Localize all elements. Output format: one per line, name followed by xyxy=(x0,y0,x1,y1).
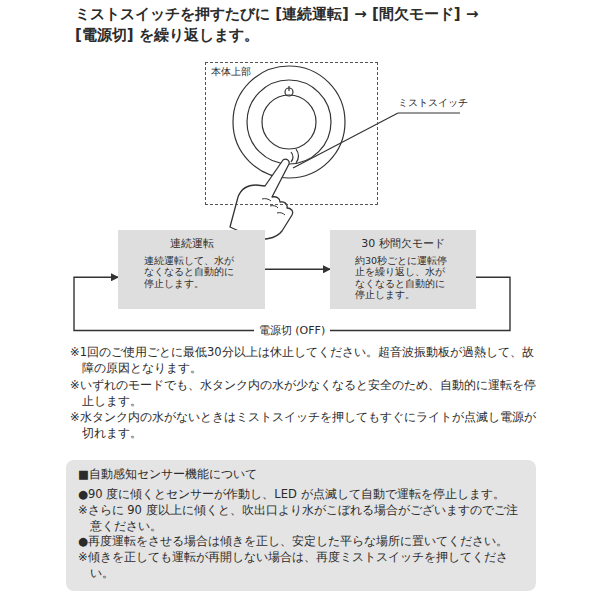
node-text: ※傾きを正しても運転が再開しない場合は、再度ミストスイッチを押してください。 xyxy=(78,550,524,582)
power-icon-bar xyxy=(288,86,289,91)
note: ※1回のご使用ごとに最低30分以上は休止してください。超音波振動板が過熱して、故… xyxy=(70,345,542,377)
info-panel: ■自動感知センサー機能について ●90 度に傾くとセンサーが作動し、LED が点滅… xyxy=(66,460,536,591)
note: ※いずれのモードでも、水タンク内の水が少なくなると安全のため、自動的に運転を停止… xyxy=(70,378,542,410)
mode-box: 30 秒間欠モード約30秒ごとに運転停止を繰り返し、水がなくなると自動的に停止し… xyxy=(330,230,476,309)
node-text: ●再度運転をさせる場合は傾きを正し、安定した平らな場所に置いてください。 xyxy=(78,534,524,550)
title: ミストスイッチを押すたびに [連続運転] → [間欠モード] → [電源切] を… xyxy=(75,4,505,46)
middle-ring xyxy=(247,80,331,164)
node-text: 本体上部 xyxy=(211,66,372,79)
node-text: ■自動感知センサー機能について xyxy=(78,467,524,483)
press-marks xyxy=(291,149,299,163)
hand-folds xyxy=(262,199,285,215)
switch-ring xyxy=(262,95,316,149)
node-text: ●90 度に傾くとセンサーが作動し、LED が点滅して自動で運転を停止します。 xyxy=(78,487,524,503)
leader-line xyxy=(293,113,398,168)
leader-underline xyxy=(398,112,460,113)
housing-outline: 本体上部 xyxy=(205,62,378,205)
node-text: 連続運転 xyxy=(126,236,257,251)
mode-box: 連続運転連続運転して、水がなくなると自動的に停止します。 xyxy=(118,230,265,309)
edge-label: 電源切 (OFF) xyxy=(254,323,330,338)
part-label: ミストスイッチ xyxy=(398,96,468,110)
node-text: 30 秒間欠モード xyxy=(338,236,468,251)
node-text: ※さらに 90 度以上に傾くと、吹出口より水がこぼれる場合がございますのでご注意… xyxy=(78,503,524,535)
note: ※水タンク内の水がないときはミストスイッチを押してもすぐにライトが点滅し電源が切… xyxy=(70,410,542,442)
hand xyxy=(230,159,293,239)
flow-arrow xyxy=(265,269,330,270)
node-text: 連続運転して、水がなくなると自動的に停止します。 xyxy=(144,255,240,289)
node-text: 約30秒ごとに運転停止を繰り返し、水がなくなると自動的に停止します。 xyxy=(355,255,451,301)
